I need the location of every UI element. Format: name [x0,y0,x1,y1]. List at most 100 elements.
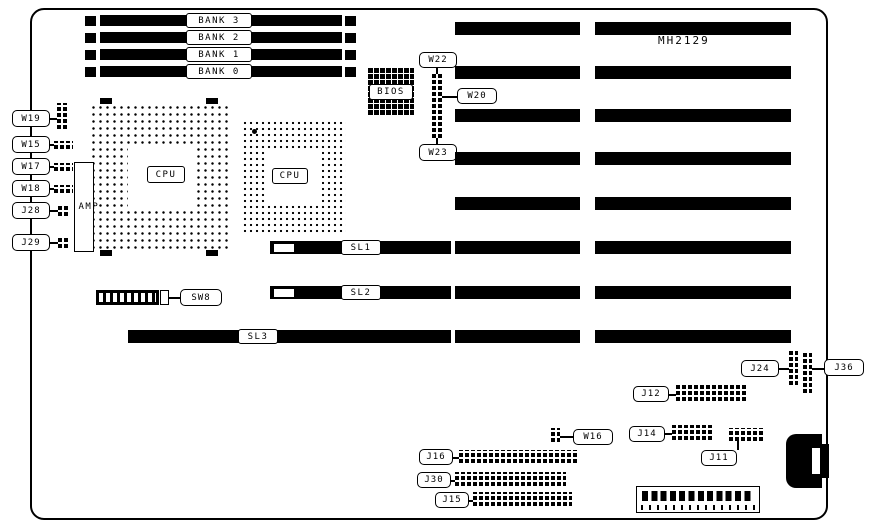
callout-j11: J11 [701,450,737,466]
isa-slot-bar [455,152,580,165]
callout-j28: J28 [12,202,50,219]
simm-clip [85,50,96,60]
leader-line [812,368,824,370]
keyboard-connector-tab [820,444,829,478]
callout-w18: W18 [12,180,50,197]
amp-connector: AMP [74,162,100,252]
leader-line [560,436,573,438]
simm-clip [85,33,96,43]
callout-j24: J24 [741,360,779,377]
leader-line [436,68,438,74]
bank1-label: BANK 1 [186,47,252,62]
isa-slot-bar [595,330,791,343]
bank0-label: BANK 0 [186,64,252,79]
leader-line [469,500,473,502]
leader-line [436,138,438,144]
isa-slot-bar [455,66,580,79]
socket-tab [100,98,112,104]
sl3-label: SL3 [238,329,278,344]
simm-clip [345,50,356,60]
leader-line [779,368,789,370]
cpu2-label: CPU [272,168,308,184]
slot-sl1-key [274,244,294,252]
leader-line [50,188,54,190]
slot-sl3 [128,330,451,343]
leader-line [737,441,739,450]
isa-slot-bar [455,241,580,254]
simm-clip [345,67,356,77]
sl1-label: SL1 [341,240,381,255]
jumper-j36 [803,351,812,393]
simm-clip [85,67,96,77]
isa-slot-bar [595,109,791,122]
simm-clip [345,16,356,26]
jumper-w18 [54,185,73,193]
slot-sl2-key [274,289,294,297]
callout-j30: J30 [417,472,451,488]
isa-slot-bar [595,286,791,299]
leader-line [50,144,54,146]
leader-line [451,480,455,482]
socket-tab [100,250,112,256]
leader-line [453,457,459,459]
pin-header-j16 [459,450,578,463]
jumper-w15 [54,141,73,149]
callout-w20: W20 [457,88,497,104]
callout-j14: J14 [629,426,665,442]
simm-clip [85,16,96,26]
jumper-w19 [57,103,67,129]
isa-slot-bar [455,197,580,210]
pin-header-j15 [473,492,572,506]
socket-tab [206,250,218,256]
callout-w15: W15 [12,136,50,153]
callout-sw8: SW8 [180,289,222,306]
pin-header-j14 [672,425,712,440]
dip-switch-end [160,290,169,305]
callout-j29: J29 [12,234,50,251]
pin-header-j11 [729,428,763,441]
isa-slot-bar [455,22,580,35]
leader-line [50,166,54,168]
isa-slot-bar [595,22,791,35]
bank2-label: BANK 2 [186,30,252,45]
amp-label: AMP [78,201,100,212]
isa-slot-bar [455,286,580,299]
dip-switch-cells [99,293,156,302]
callout-j12: J12 [633,386,669,402]
callout-w16: W16 [573,429,613,445]
leader-line [665,433,672,435]
isa-slot-bar [595,152,791,165]
callout-w22: W22 [419,52,457,68]
leader-line [50,210,58,212]
keyboard-connector-notch [812,448,820,474]
pin-header-j12 [676,385,746,401]
simm-clip [345,33,356,43]
jumper-w16 [551,428,560,442]
isa-slot-bar [455,330,580,343]
jumper-strip-w22-w23 [432,74,442,138]
board-model-label: MH2129 [658,34,710,47]
isa-slot-bar [455,109,580,122]
leader-line [50,242,58,244]
socket-tab [206,98,218,104]
cpu1-label: CPU [147,166,185,183]
callout-j15: J15 [435,492,469,508]
callout-w23: W23 [419,144,457,161]
callout-j36: J36 [824,359,864,376]
connector-j28 [58,204,68,216]
isa-slot-bar [595,241,791,254]
jumper-w17 [54,163,73,171]
board-outline [30,8,828,520]
bios-label: BIOS [369,84,413,100]
sl2-label: SL2 [341,285,381,300]
isa-slot-bar [595,66,791,79]
leader-line [50,118,57,120]
leader-line [442,96,457,98]
power-connector-pins [642,491,753,501]
isa-slot-bar [595,197,791,210]
connector-j29 [58,236,68,248]
cpu2-pin1-dot [252,129,257,134]
leader-line [169,297,180,299]
callout-j16: J16 [419,449,453,465]
